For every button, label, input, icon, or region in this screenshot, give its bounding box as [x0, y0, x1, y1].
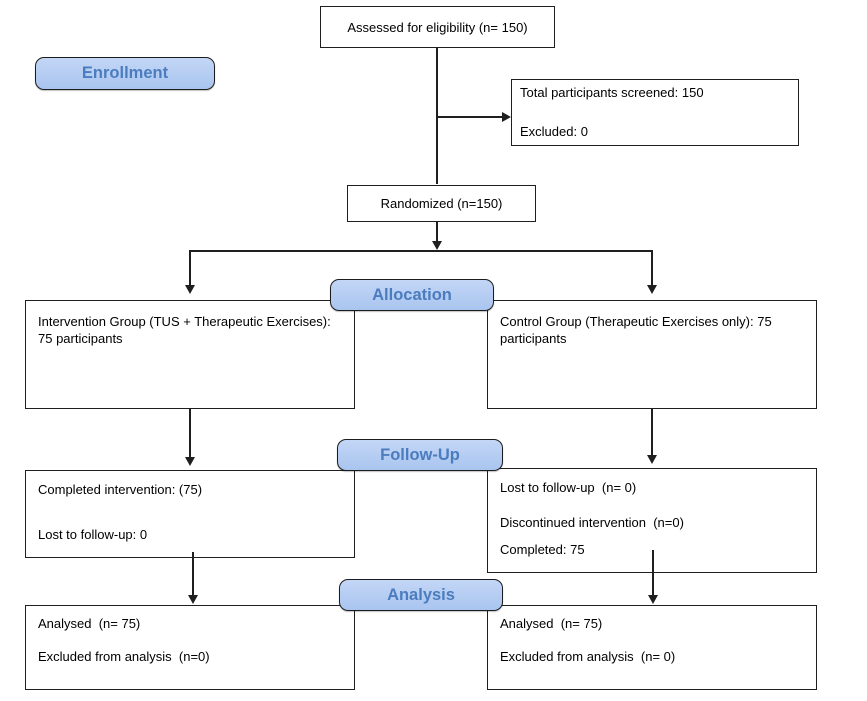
followup-left-lost-text: Lost to follow-up: 0	[38, 527, 148, 542]
followup-left-completed-text: Completed intervention: (75)	[38, 482, 203, 497]
arrowhead-split-right-icon	[647, 285, 657, 294]
analysis-left-excluded-text: Excluded from analysis (n=0)	[38, 649, 210, 664]
arrowhead-to-screened-icon	[502, 112, 511, 122]
analysis-label-text: Analysis	[387, 585, 455, 604]
stage-label-followup: Follow-Up	[337, 439, 503, 471]
arrowhead-randomized-down-icon	[432, 241, 442, 250]
followup-right-box: Lost to follow-up (n= 0) Discontinued in…	[487, 468, 817, 573]
analysis-left-analysed-text: Analysed (n= 75)	[38, 616, 141, 631]
screened-excluded-text: Excluded: 0	[520, 124, 588, 139]
intervention-group-text: Intervention Group (TUS + Therapeutic Ex…	[38, 314, 335, 346]
screened-excluded-box: Total participants screened: 150 Exclude…	[511, 79, 799, 146]
assessed-eligibility-box: Assessed for eligibility (n= 150)	[320, 6, 555, 48]
followup-label-text: Follow-Up	[380, 445, 460, 464]
analysis-right-analysed-text: Analysed (n= 75)	[500, 616, 603, 631]
arrowhead-analysis-left-icon	[188, 595, 198, 604]
followup-right-lost-text: Lost to follow-up (n= 0)	[500, 480, 637, 495]
control-group-box: Control Group (Therapeutic Exercises onl…	[487, 300, 817, 409]
followup-left-box: Completed intervention: (75) Lost to fol…	[25, 470, 355, 558]
analysis-right-excluded-text: Excluded from analysis (n= 0)	[500, 649, 676, 664]
stage-label-allocation: Allocation	[330, 279, 494, 311]
followup-right-discontinued-text: Discontinued intervention (n=0)	[500, 515, 684, 530]
arrowhead-analysis-right-icon	[648, 595, 658, 604]
followup-right-completed-text: Completed: 75	[500, 542, 585, 557]
allocation-label-text: Allocation	[372, 285, 452, 304]
randomized-box: Randomized (n=150)	[347, 185, 536, 222]
arrowhead-followup-right-icon	[647, 455, 657, 464]
arrowhead-followup-left-icon	[185, 457, 195, 466]
intervention-group-box: Intervention Group (TUS + Therapeutic Ex…	[25, 300, 355, 409]
analysis-left-box: Analysed (n= 75) Excluded from analysis …	[25, 605, 355, 690]
enrollment-label-text: Enrollment	[81, 64, 169, 82]
arrowhead-split-left-icon	[185, 285, 195, 294]
assessed-eligibility-text: Assessed for eligibility (n= 150)	[347, 19, 528, 35]
stage-label-enrollment: Enrollment	[35, 57, 215, 90]
randomized-text: Randomized (n=150)	[380, 196, 503, 211]
control-group-text: Control Group (Therapeutic Exercises onl…	[500, 314, 776, 346]
analysis-right-box: Analysed (n= 75) Excluded from analysis …	[487, 605, 817, 690]
stage-label-analysis: Analysis	[339, 579, 503, 611]
screened-total-text: Total participants screened: 150	[520, 85, 704, 100]
